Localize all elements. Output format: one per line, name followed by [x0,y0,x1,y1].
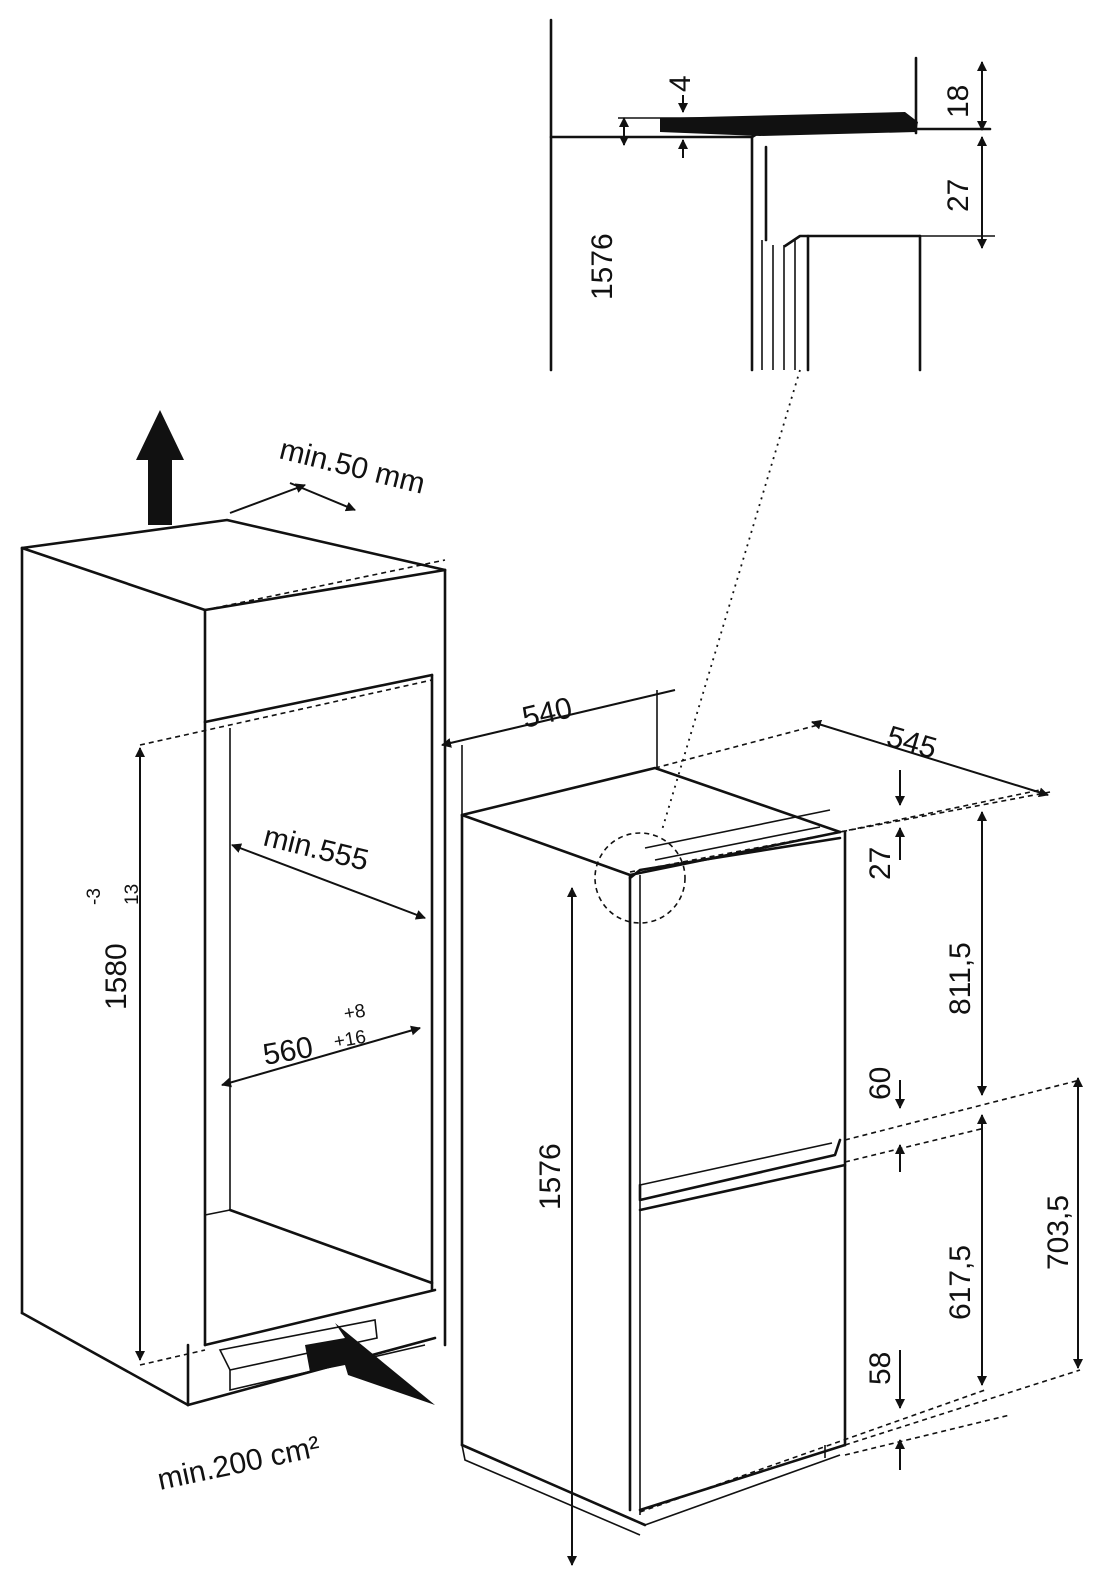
air-inlet-arrow-icon [305,1323,435,1405]
dim-703-5: 703,5 [1042,1195,1075,1270]
dim-1576-top: 1576 [586,233,619,300]
dim-617-5: 617,5 [944,1245,977,1320]
dim-545: 545 [883,720,940,766]
detail-leader-line [661,369,801,831]
dim-27-top: 27 [942,179,975,212]
dim-811-5: 811,5 [944,942,977,1015]
cabinet-niche [20,518,447,1407]
dim-60: 60 [864,1067,897,1100]
appliance-top-step [783,234,922,248]
tol-1580-upper: -3 [84,888,105,905]
air-outlet-arrow-icon [136,410,184,525]
label-min-50mm: min.50 mm [276,433,428,501]
dim-4: 4 [664,75,697,92]
dim-27: 27 [864,847,897,880]
dim-540: 540 [519,691,575,734]
dim-18: 18 [942,85,975,118]
hinge-plate [660,112,918,136]
dim-1580: 1580 [100,943,133,1010]
detail-circle [594,832,686,924]
dim-58: 58 [864,1352,897,1385]
tol-560-lower: +16 [332,1027,367,1053]
dim-1576: 1576 [534,1143,567,1210]
appliance [460,766,847,1536]
tol-560-upper: +8 [342,1000,367,1024]
tol-1580-lower: 13 [122,884,143,905]
dim-min-555: min.555 [260,820,372,878]
label-min-200cm2: min.200 cm² [155,1430,323,1497]
detail-section [549,18,995,372]
dim-560: 560 [260,1031,315,1072]
